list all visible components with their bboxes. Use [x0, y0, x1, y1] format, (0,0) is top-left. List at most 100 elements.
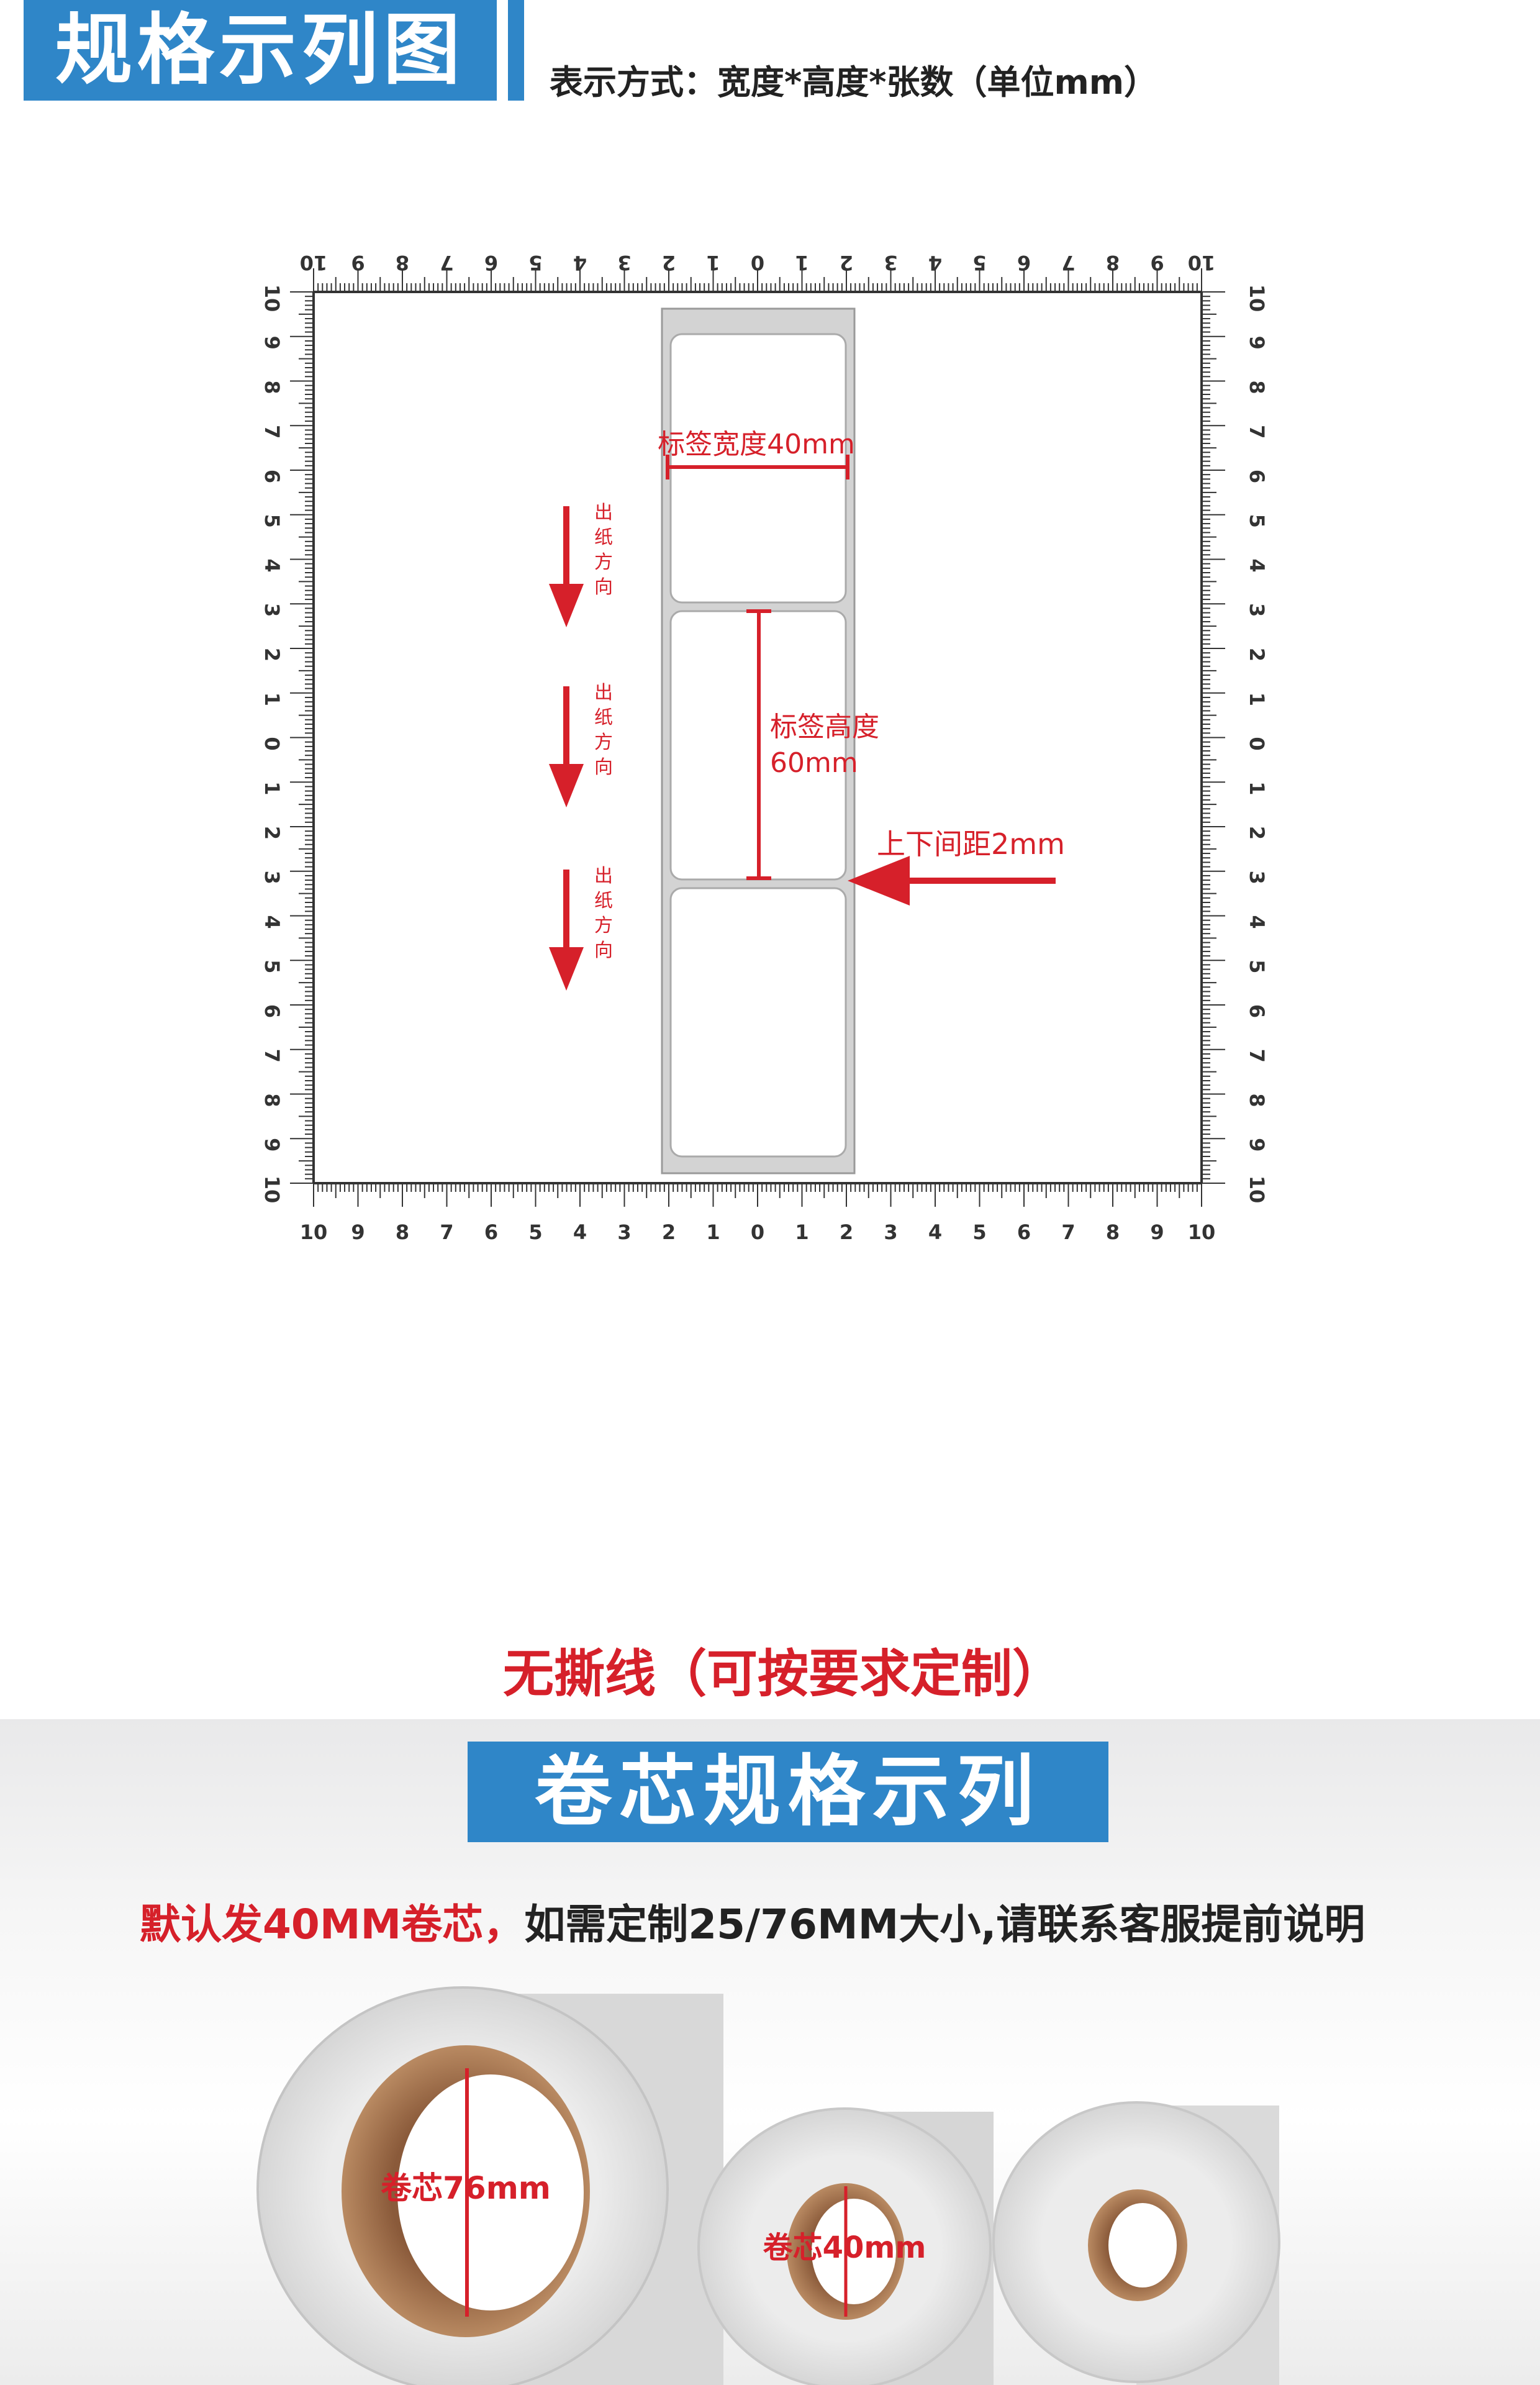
feed-direction-char: 方	[594, 552, 613, 573]
page-subtitle: 表示方式：宽度*高度*张数（单位mm）	[550, 63, 1158, 102]
feed-direction-char: 方	[594, 732, 613, 753]
ruler-top-tick-label: 7	[1061, 251, 1075, 275]
ruler-bottom-tick-label: 5	[528, 1220, 542, 1244]
ruler-left-tick-label: 1	[260, 693, 284, 706]
ruler-left-tick-label: 7	[260, 425, 284, 438]
ruler-bottom-tick-label: 6	[484, 1220, 498, 1244]
ruler-right-tick-label: 8	[1245, 380, 1269, 394]
core-40-label: 卷芯40mm	[763, 2230, 926, 2265]
ruler-top-tick-label: 6	[484, 251, 498, 275]
ruler-bottom-tick-label: 3	[617, 1220, 631, 1244]
core-caption: 无撕线（可按要求定制）	[503, 1645, 1064, 1704]
ruler-top-tick-label: 5	[528, 251, 542, 275]
feed-direction-char: 向	[594, 576, 613, 598]
ruler-top-tick-label: 8	[1106, 251, 1120, 275]
ruler-left-tick-label: 5	[260, 514, 284, 528]
core-76-label: 卷芯76mm	[381, 2170, 551, 2206]
ruler-right-tick-label: 5	[1245, 960, 1269, 973]
ruler-right-tick-label: 3	[1245, 871, 1269, 884]
ruler-left-tick-label: 3	[260, 603, 284, 617]
ruler-left-tick-label: 1	[260, 781, 284, 795]
feed-direction-char: 纸	[594, 890, 613, 912]
ruler-top-tick-label: 9	[1150, 251, 1164, 275]
ruler-bottom-tick-label: 4	[573, 1220, 587, 1244]
ruler-right-tick-label: 1	[1245, 781, 1269, 795]
ruler-bottom-tick-label: 6	[1017, 1220, 1031, 1244]
gap-label: 上下间距2mm	[877, 827, 1065, 861]
ruler-left-tick-label: 4	[260, 915, 284, 929]
ruler-bottom-tick-label: 2	[840, 1220, 853, 1244]
ruler-bottom-tick-label: 1	[706, 1220, 720, 1244]
feed-direction-char: 向	[594, 756, 613, 778]
ruler-right-tick-label: 9	[1245, 336, 1269, 350]
ruler-left-tick-label: 0	[260, 737, 284, 750]
ruler-left-tick-label: 8	[260, 1093, 284, 1107]
ruler-left-tick-label: 9	[260, 1138, 284, 1152]
ruler-left-tick-label: 6	[260, 1004, 284, 1018]
core-note: 默认发40MM卷芯，如需定制25/76MM大小,请联系客服提前说明	[140, 1891, 1365, 1951]
ruler-bottom-tick-label: 9	[351, 1220, 365, 1244]
height-label-line1: 标签高度	[770, 711, 879, 743]
ruler-top-tick-label: 8	[396, 251, 409, 275]
ruler-right-tick-label: 4	[1245, 558, 1269, 572]
ruler-top-tick-label: 9	[351, 251, 365, 275]
width-label: 标签宽度40mm	[658, 429, 855, 460]
roll-40mm: 卷芯40mm	[697, 2107, 994, 2385]
ruler-right-tick-label: 2	[1245, 826, 1269, 840]
feed-direction-char: 出	[594, 502, 613, 524]
ruler-top-tick-label: 0	[751, 251, 764, 275]
height-label-line2: 60mm	[770, 747, 858, 779]
roll-photos: 卷芯76mm 卷芯40mm	[256, 1986, 1280, 2385]
ruler-right-tick-label: 2	[1245, 648, 1269, 661]
ruler-top-tick-label: 10	[300, 251, 328, 275]
ruler-bottom-tick-label: 8	[1106, 1220, 1120, 1244]
ruler-top-tick-label: 10	[1188, 251, 1216, 275]
ruler-top-tick-label: 4	[573, 251, 587, 275]
ruler-top-tick-label: 2	[662, 251, 676, 275]
ruler-bottom-tick-label: 4	[928, 1220, 942, 1244]
ruler-right-tick-label: 5	[1245, 514, 1269, 528]
feed-direction-char: 纸	[594, 707, 613, 729]
ruler-top-tick-label: 3	[617, 251, 631, 275]
ruler-right-tick-label: 9	[1245, 1138, 1269, 1152]
ruler-left-tick-label: 2	[260, 648, 284, 661]
ruler-left-tick-label: 4	[260, 558, 284, 572]
ruler-top-tick-label: 1	[706, 251, 720, 275]
feed-direction-char: 纸	[594, 527, 613, 548]
gap-arrow-icon	[848, 856, 910, 906]
feed-direction-char: 向	[594, 940, 613, 961]
ruler-bottom-tick-label: 1	[795, 1220, 808, 1244]
ruler-left-tick-label: 5	[260, 960, 284, 973]
ruler-left-tick-label: 8	[260, 380, 284, 394]
roll-25mm	[992, 2101, 1280, 2385]
title-accent-bar	[508, 0, 524, 101]
ruler-left-tick-label: 9	[260, 336, 284, 350]
ruler-bottom-tick-label: 10	[300, 1220, 328, 1244]
label-3	[669, 887, 847, 1158]
ruler-left-tick-label: 2	[260, 826, 284, 840]
feed-direction-char: 方	[594, 915, 613, 937]
ruler-bottom-tick-label: 7	[1061, 1220, 1075, 1244]
ruler-bottom-tick-label: 9	[1150, 1220, 1164, 1244]
ruler-bottom-tick-label: 0	[751, 1220, 764, 1244]
ruler-left-tick-label: 6	[260, 470, 284, 483]
ruler-left-tick-label: 10	[260, 284, 284, 312]
ruler-right-tick-label: 8	[1245, 1093, 1269, 1107]
core-note-default: 默认发40MM卷芯，	[140, 1901, 525, 1948]
ruler-right-tick-label: 1	[1245, 693, 1269, 706]
ruler-left-tick-label: 3	[260, 871, 284, 884]
feed-direction-char: 出	[594, 865, 613, 887]
ruler-top-tick-label: 4	[928, 251, 942, 275]
ruler-bottom-tick-label: 3	[884, 1220, 897, 1244]
ruler-bottom-tick-label: 2	[662, 1220, 676, 1244]
ruler-top-tick-label: 5	[972, 251, 986, 275]
ruler-bottom-tick-label: 10	[1188, 1220, 1216, 1244]
ruler-right-tick-label: 7	[1245, 1049, 1269, 1063]
ruler-right-tick-label: 7	[1245, 425, 1269, 438]
down-arrow-icon	[549, 947, 584, 991]
ruler-bottom-tick-label: 8	[396, 1220, 409, 1244]
down-arrow-icon	[549, 584, 584, 627]
